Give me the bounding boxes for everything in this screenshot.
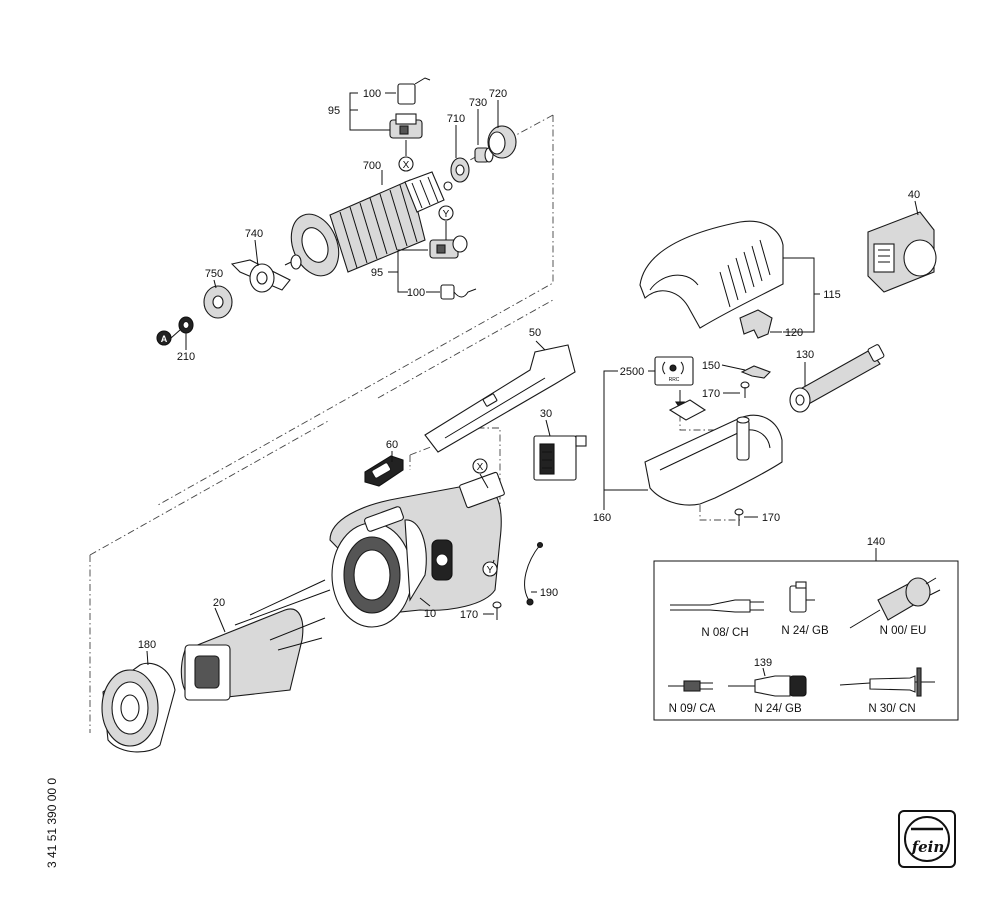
control-module-40 — [867, 211, 937, 293]
handle-ribs — [719, 239, 771, 308]
label-30: 30 — [540, 408, 552, 420]
label-20: 20 — [213, 597, 225, 609]
label-720: 720 — [489, 88, 507, 100]
screw-170-housing — [492, 601, 502, 620]
label-40: 40 — [908, 189, 920, 201]
bearing-710 — [450, 157, 470, 183]
label-740: 740 — [245, 228, 263, 240]
label-10: 10 — [424, 608, 436, 620]
plug-label-ca: N 09/ CA — [669, 703, 716, 715]
armature-laminations — [339, 184, 418, 269]
slide-bar-50 — [424, 344, 576, 453]
label-95-middle: 95 — [371, 267, 383, 279]
label-50: 50 — [529, 327, 541, 339]
plug-n08-ch — [670, 599, 764, 613]
switch-button-60 — [364, 455, 404, 487]
bearing-750 — [203, 285, 233, 319]
armature-700 — [284, 171, 453, 277]
plug-n09-ca — [668, 680, 713, 692]
handle-shell-115 — [639, 220, 784, 329]
label-190: 190 — [540, 587, 558, 599]
label-180: 180 — [138, 639, 156, 651]
reference-markers: X Y X Y A — [156, 156, 498, 577]
plug-label-gb-bottom: N 24/ GB — [754, 703, 802, 715]
label-710: 710 — [447, 113, 465, 125]
nut-210 — [178, 316, 194, 334]
plug-label-eu: N 00/ EU — [880, 625, 927, 637]
plug-n00-eu — [849, 577, 941, 629]
motor-housing-10 — [329, 471, 505, 628]
brush-holder-middle — [429, 235, 477, 300]
screw-170-top — [740, 381, 750, 398]
label-700: 700 — [363, 160, 381, 172]
label-115: 115 — [823, 289, 841, 301]
document-number: 3 41 51 390 00 0 — [45, 778, 59, 868]
label-60: 60 — [386, 439, 398, 451]
plug-n24-gb-top — [789, 581, 815, 613]
leader-lines — [146, 92, 919, 677]
fein-logo: fein — [898, 810, 956, 868]
marker-x-top — [398, 156, 414, 172]
label-170-bottom: 170 — [762, 512, 780, 524]
plug-label-gb-top: N 24/ GB — [781, 625, 829, 637]
label-139: 139 — [754, 657, 772, 669]
label-120: 120 — [785, 327, 803, 339]
end-cap-180 — [101, 662, 176, 753]
marker-x-middle-text: X — [477, 462, 484, 473]
plug-n24-gb-bottom — [728, 675, 807, 697]
marker-a-text: A — [161, 334, 168, 344]
stator-20 — [180, 579, 331, 701]
label-160: 160 — [593, 512, 611, 524]
part-labels: 100 95 730 720 710 700 740 750 210 95 10… — [138, 88, 920, 669]
marker-a — [156, 330, 172, 346]
label-100-middle: 100 — [407, 287, 425, 299]
label-95-top: 95 — [328, 105, 340, 117]
handle-shell-160 — [644, 414, 783, 506]
label-210: 210 — [177, 351, 195, 363]
clip-150 — [740, 365, 771, 379]
module-text: RRC — [669, 377, 680, 383]
wire-190 — [524, 541, 544, 606]
label-130: 130 — [796, 349, 814, 361]
label-140: 140 — [867, 536, 885, 548]
plug-label-cn: N 30/ CN — [868, 703, 915, 715]
label-2500: 2500 — [620, 366, 644, 378]
fan-washer-740 — [230, 259, 291, 293]
brush-holder-top — [389, 77, 431, 139]
label-150: 150 — [702, 360, 720, 372]
marker-x-top-text: X — [403, 160, 410, 171]
plug-labels: N 08/ CH N 24/ GB N 00/ EU N 09/ CA N 24… — [669, 625, 927, 715]
label-730: 730 — [469, 97, 487, 109]
plug-n30-cn — [839, 667, 935, 697]
module-2500: RRC — [654, 356, 707, 421]
cap-720 — [487, 125, 517, 159]
logo-text: fein — [911, 838, 945, 856]
clip-120 — [739, 309, 773, 339]
marker-y-top-text: Y — [443, 209, 450, 220]
cable-sleeve-130 — [789, 344, 885, 413]
marker-x-middle — [472, 458, 488, 474]
label-750: 750 — [205, 268, 223, 280]
plug-label-ch: N 08/ CH — [701, 627, 748, 639]
marker-y-top — [438, 205, 454, 221]
label-100-top: 100 — [363, 88, 381, 100]
switch-30 — [533, 435, 587, 481]
plug-options-box — [653, 560, 959, 721]
marker-y-middle — [482, 561, 498, 577]
screw-170-bottom — [734, 508, 744, 526]
label-170-top: 170 — [702, 388, 720, 400]
label-170-housing: 170 — [460, 609, 478, 621]
marker-y-middle-text: Y — [487, 565, 494, 576]
